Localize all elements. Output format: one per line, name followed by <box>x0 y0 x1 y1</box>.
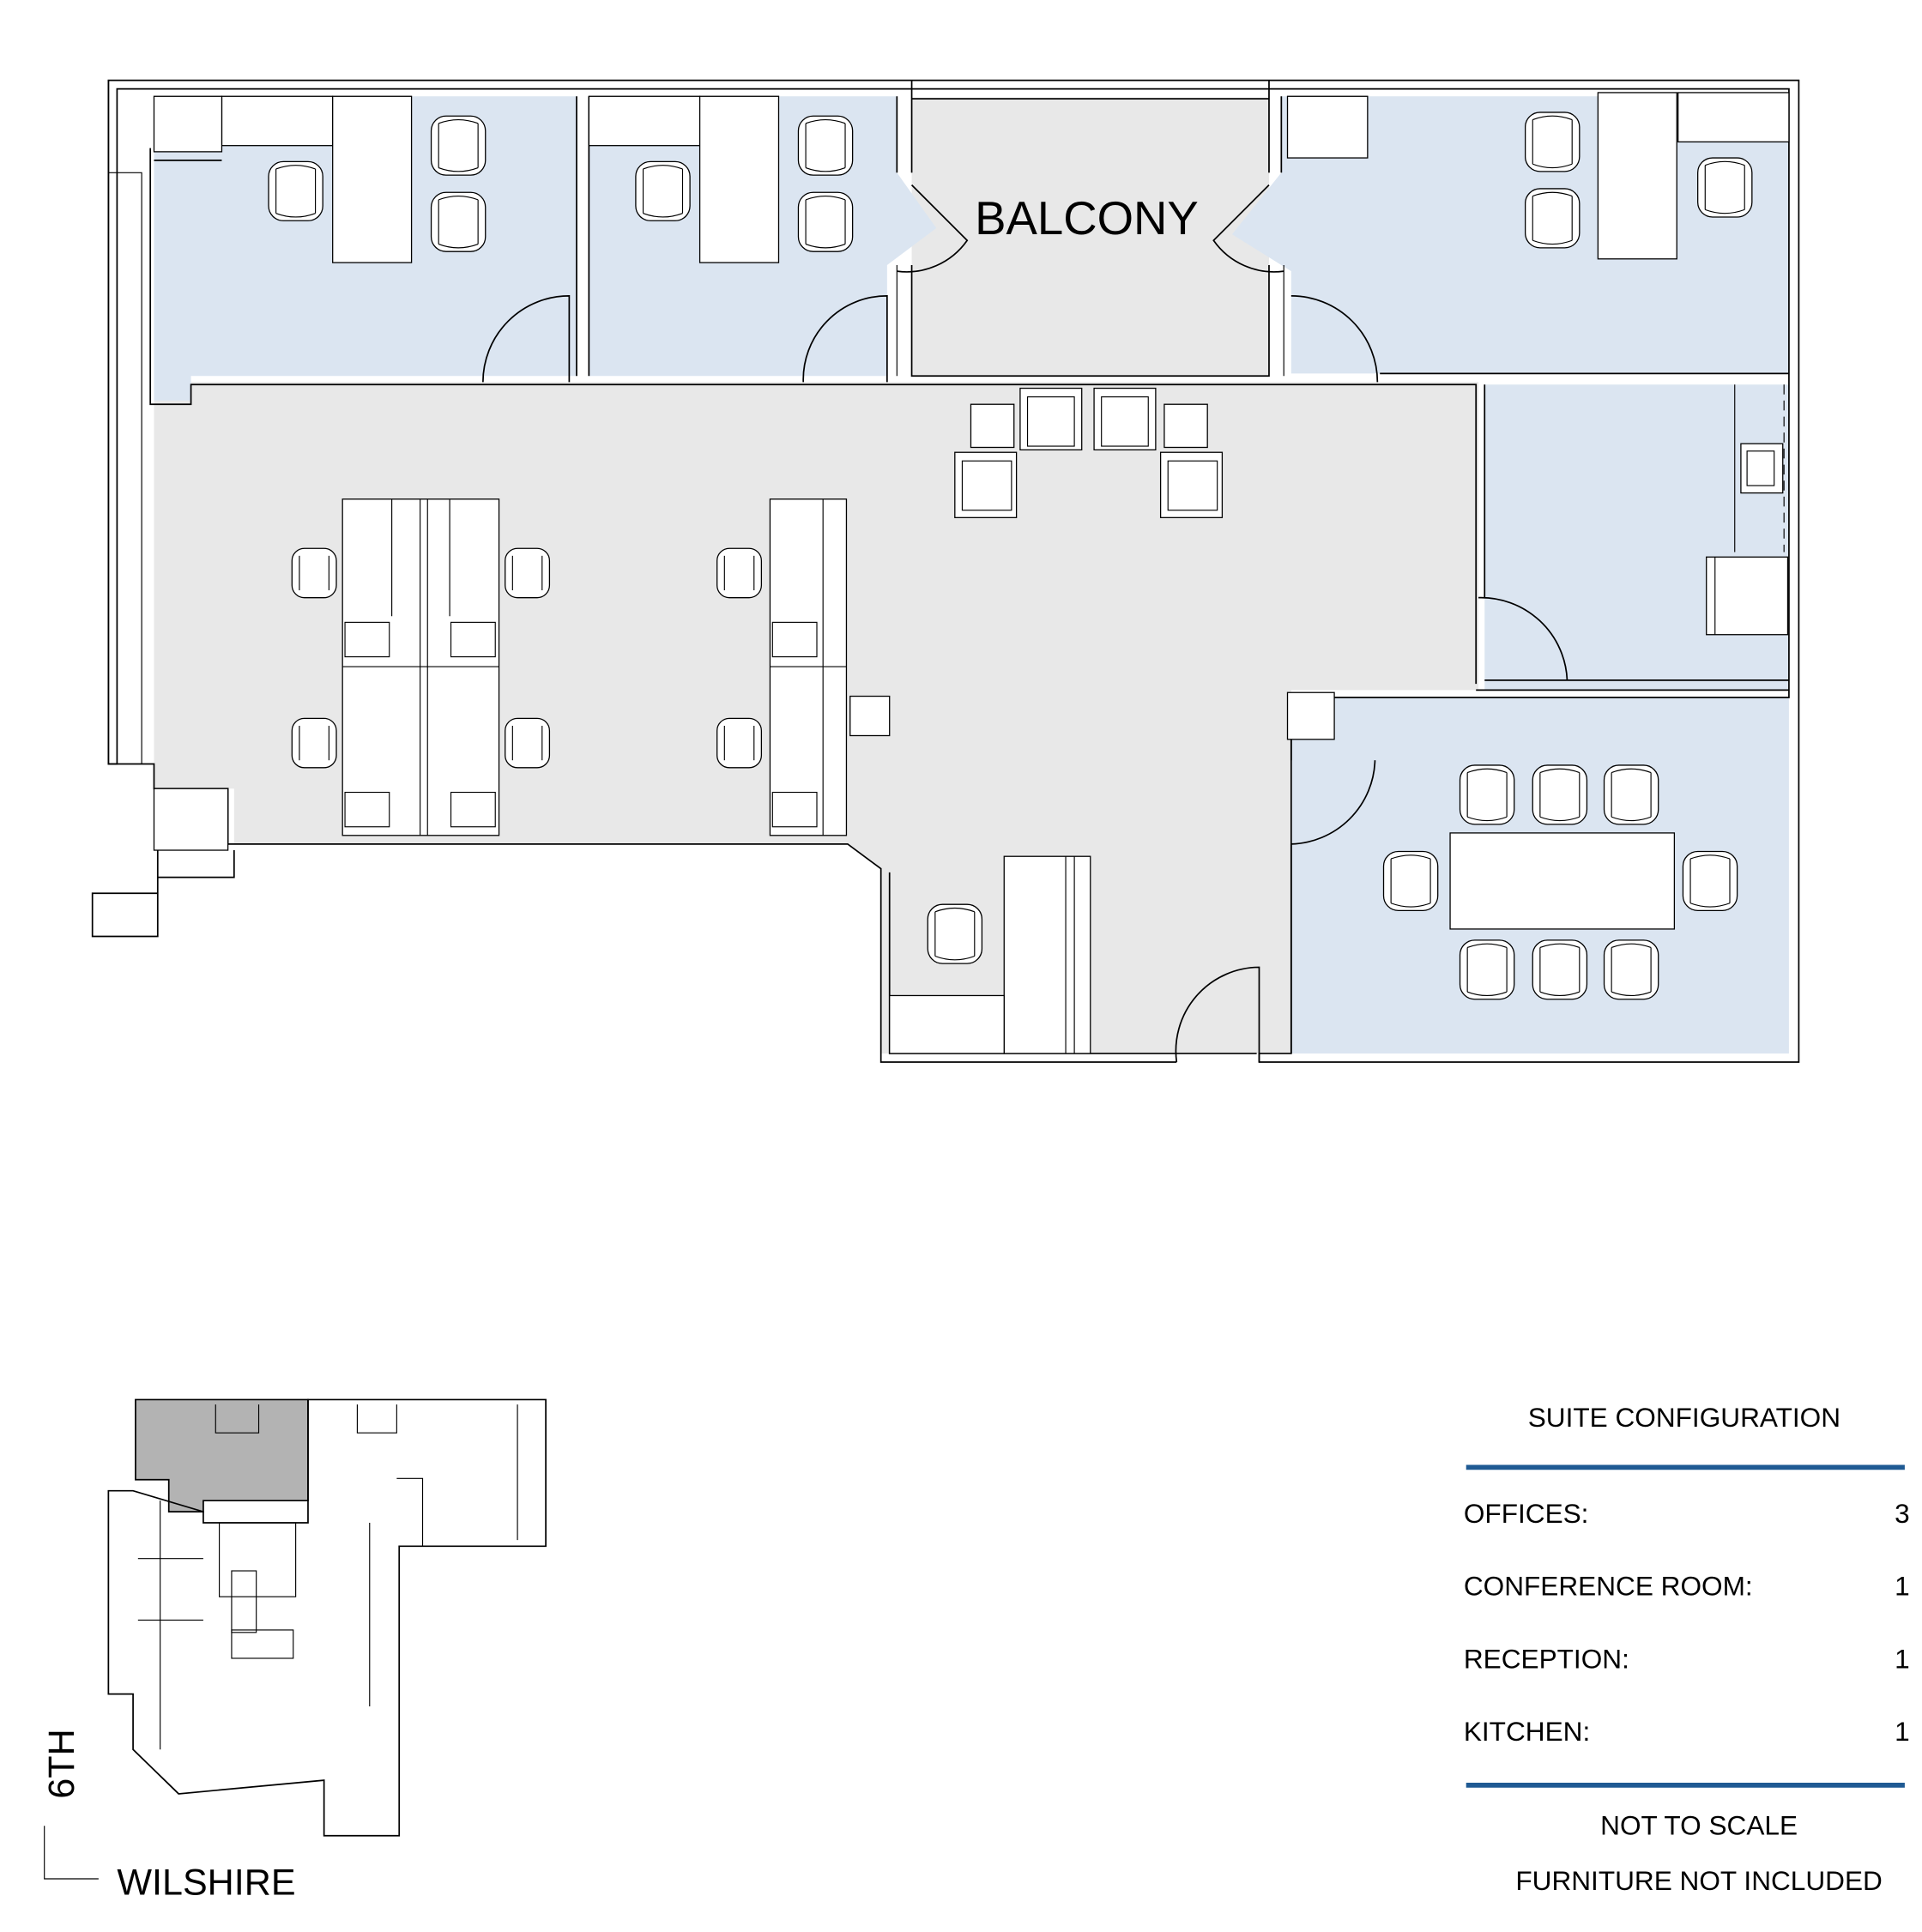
legend-label-reception: RECEPTION: <box>1464 1643 1629 1674</box>
legend-value-reception: 1 <box>1895 1643 1910 1674</box>
refrigerator <box>1706 556 1789 636</box>
suite-configuration-legend: SUITE CONFIGURATION OFFICES: 3 CONFERENC… <box>1464 1402 1910 1896</box>
lounge-seating <box>954 387 1224 518</box>
legend-label-conference: CONFERENCE ROOM: <box>1464 1571 1753 1602</box>
reception-desk <box>889 855 1091 1054</box>
street-label-6th: 6TH <box>41 1729 82 1798</box>
legend-value-kitchen: 1 <box>1895 1716 1910 1747</box>
closet <box>153 788 229 851</box>
office-furniture <box>268 92 1753 263</box>
legend-value-conference: 1 <box>1895 1571 1910 1602</box>
balcony-label: BALCONY <box>975 192 1199 245</box>
legend-label-kitchen: KITCHEN: <box>1464 1716 1590 1747</box>
note-furniture-not-included: FURNITURE NOT INCLUDED <box>1515 1865 1882 1896</box>
highlighted-suite <box>135 1398 309 1512</box>
balcony-area <box>911 99 1269 377</box>
door-swings <box>482 184 1568 1063</box>
legend-title: SUITE CONFIGURATION <box>1528 1402 1840 1433</box>
suite-floor-plan: BALCONY <box>91 79 1800 1063</box>
kitchen-fixtures <box>1706 384 1789 636</box>
closet <box>153 95 223 153</box>
column <box>1286 691 1335 740</box>
workstations <box>291 498 848 836</box>
closet <box>1286 95 1369 159</box>
note-not-to-scale: NOT TO SCALE <box>1600 1809 1798 1840</box>
key-plan: 6TH WILSHIRE <box>41 1398 547 1904</box>
kitchen <box>1484 384 1789 691</box>
sink-icon <box>1740 443 1784 494</box>
legend-label-offices: OFFICES: <box>1464 1498 1589 1529</box>
legend-value-offices: 3 <box>1895 1498 1910 1529</box>
street-label-wilshire: WILSHIRE <box>117 1863 295 1904</box>
column <box>849 695 891 737</box>
conference-furniture <box>1382 764 1738 1000</box>
